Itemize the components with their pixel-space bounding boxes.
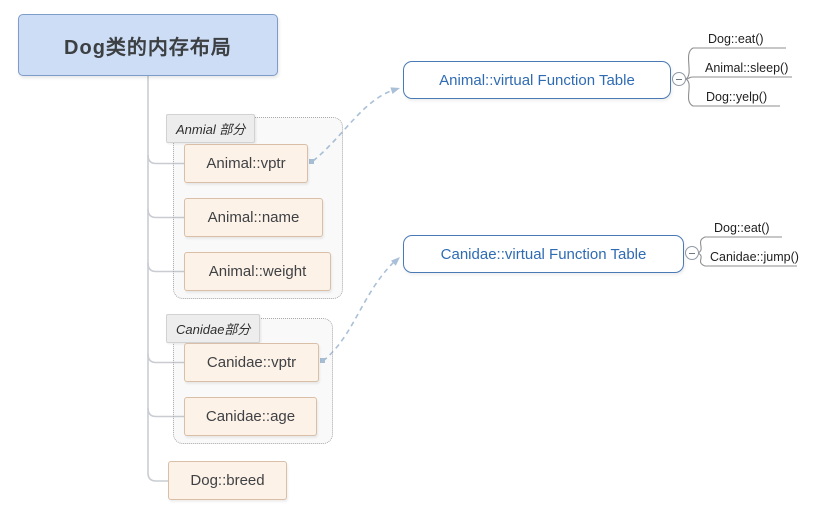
topic-animal-vtable[interactable]: Animal::virtual Function Table [403,61,671,99]
topic-animal-vtable-fn-1[interactable]: Dog::eat() [708,32,764,46]
topic-animal-vptr[interactable]: Animal::vptr [184,144,308,183]
topic-canidae-vtable-fn-2[interactable]: Canidae::jump() [710,250,799,264]
relationship-animal-vptr-to-vtable [312,88,397,162]
line-canidae-fn-2 [697,252,797,267]
connector-canidae-age [147,407,184,418]
topic-animal-name[interactable]: Animal::name [184,198,323,237]
connector-animal-name [147,208,184,219]
relationship-canidae-arrowhead [391,257,400,266]
topic-canidae-vtable-fn-1[interactable]: Dog::eat() [714,221,770,235]
relationship-animal-arrowhead [390,87,400,94]
topic-animal-weight[interactable]: Animal::weight [184,252,331,291]
root-topic[interactable]: Dog类的内存布局 [18,14,278,76]
line-canidae-fn-1 [697,236,782,254]
boundary-label-animal-part[interactable]: Anmial 部分 [166,114,256,143]
connector-canidae-vptr [147,353,184,364]
connector-animal-vptr [147,154,184,165]
connector-trunk [147,76,168,482]
topic-animal-vtable-fn-3[interactable]: Dog::yelp() [706,90,768,104]
collapse-icon-animal-vtable[interactable] [672,72,686,86]
root-topic-label: Dog类的内存布局 [64,36,232,59]
collapse-icon-canidae-vtable[interactable] [685,246,699,260]
topic-canidae-age[interactable]: Canidae::age [184,397,317,436]
line-animal-fn-2 [685,76,792,80]
tree-connectors [147,76,184,482]
boundary-label-canidae-part[interactable]: Canidae部分 [166,314,261,343]
topic-canidae-vtable[interactable]: Canidae::virtual Function Table [403,235,684,273]
topic-canidae-vptr[interactable]: Canidae::vptr [184,343,319,382]
line-animal-fn-3 [685,78,780,107]
topic-animal-vtable-fn-2[interactable]: Animal::sleep() [705,61,789,75]
line-animal-fn-1 [685,47,786,80]
relationship-canidae-source-dot [320,358,325,363]
topic-dog-breed[interactable]: Dog::breed [168,461,287,500]
function-line-connectors [685,47,797,267]
connector-animal-weight [147,262,184,273]
relationship-animal-source-dot [309,159,314,164]
